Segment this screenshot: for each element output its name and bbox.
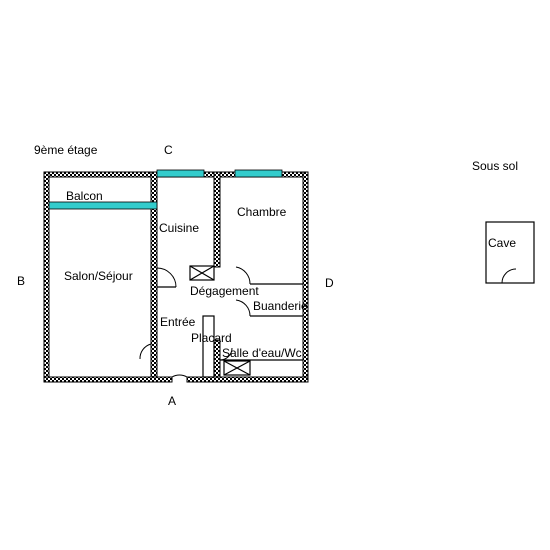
placard-partition xyxy=(202,315,215,378)
compass-south: A xyxy=(168,394,176,408)
wall-left xyxy=(43,171,50,383)
floor-label: 9ème étage xyxy=(34,143,98,157)
room-degagement-label: Dégagement xyxy=(190,284,259,298)
cave-outline xyxy=(485,221,535,284)
windows xyxy=(48,169,283,210)
door-buanderie xyxy=(235,299,251,317)
ventilation-boxes xyxy=(189,265,251,376)
door-salon xyxy=(139,343,152,360)
room-placard-label: Placard xyxy=(191,331,232,345)
wall-bottom-left xyxy=(43,376,173,383)
wall-entree-salle-eau xyxy=(213,339,221,378)
cave-plan xyxy=(485,221,535,284)
room-cave-label: Cave xyxy=(488,236,516,250)
room-balcon-label: Balcon xyxy=(66,189,103,203)
vent-box-salle-eau xyxy=(223,360,251,376)
window-chambre xyxy=(234,169,283,178)
wall-cuisine-chambre-upper xyxy=(213,171,221,268)
room-salle-eau-label: Salle d'eau/Wc xyxy=(222,346,302,360)
compass-east: D xyxy=(325,276,334,290)
window-balcon xyxy=(48,201,158,210)
vent-box-degagement xyxy=(189,265,215,281)
room-chambre-label: Chambre xyxy=(237,205,287,219)
interior-walls xyxy=(150,171,303,378)
wall-bottom-right xyxy=(186,376,309,383)
room-entree-label: Entrée xyxy=(160,315,196,329)
compass-west: B xyxy=(17,274,25,288)
doors xyxy=(139,266,251,378)
room-cuisine-label: Cuisine xyxy=(159,221,199,235)
wall-right xyxy=(302,171,309,383)
door-entrance xyxy=(171,374,188,378)
room-buanderie-label: Buanderie xyxy=(253,299,308,313)
window-cuisine xyxy=(156,169,205,178)
room-salon-label: Salon/Séjour xyxy=(64,269,133,283)
door-chambre xyxy=(235,266,251,285)
compass-north: C xyxy=(164,143,173,157)
basement-label: Sous sol xyxy=(472,159,518,173)
door-cave xyxy=(501,268,517,284)
wall-salon-cuisine xyxy=(150,171,158,378)
door-salle-eau xyxy=(219,347,233,361)
door-cuisine xyxy=(156,267,177,288)
